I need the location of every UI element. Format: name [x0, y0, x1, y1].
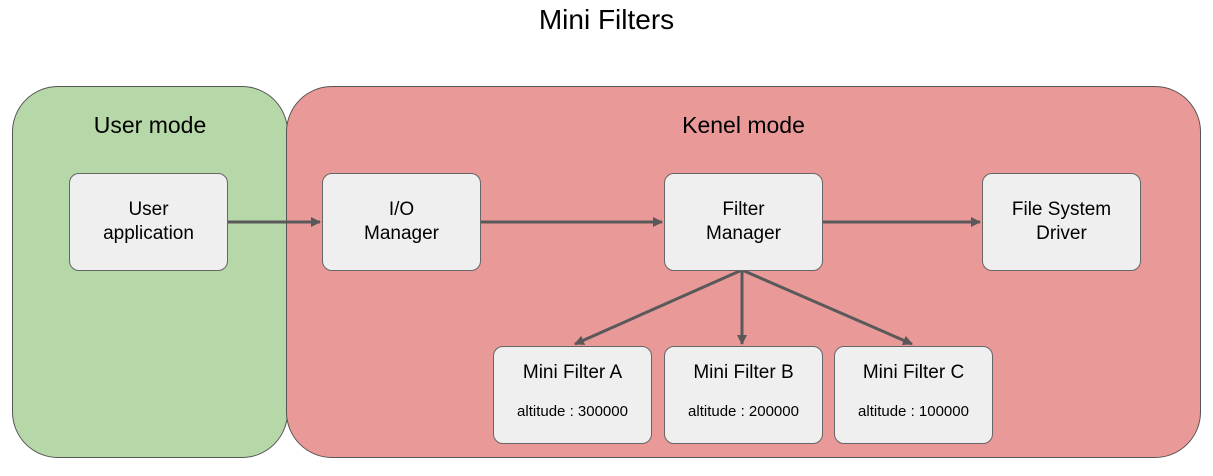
node-mini-filter-c: Mini Filter C altitude : 100000 [834, 346, 993, 444]
mini-filter-b-name: Mini Filter B [693, 362, 794, 383]
node-user-application-line1: User [128, 199, 169, 220]
node-io-manager-line2: Manager [364, 223, 439, 244]
user-mode-label: User mode [93, 112, 207, 138]
node-mini-filter-a: Mini Filter A altitude : 300000 [493, 346, 652, 444]
mini-filter-c-altitude: altitude : 100000 [858, 403, 969, 420]
mini-filter-b-altitude: altitude : 200000 [688, 403, 799, 420]
node-user-application-line2: application [103, 223, 194, 244]
user-mode-zone [12, 86, 288, 458]
node-fs-driver-line2: Driver [1036, 223, 1087, 244]
mini-filter-a-altitude: altitude : 300000 [517, 403, 628, 420]
diagram-title: Mini Filters [538, 4, 675, 35]
node-filter-manager-line1: Filter [722, 199, 765, 220]
mini-filter-c-name: Mini Filter C [862, 362, 965, 383]
kernel-mode-label: Kenel mode [682, 112, 805, 138]
node-mini-filter-b: Mini Filter B altitude : 200000 [664, 346, 823, 444]
arrow-filter-to-mini-c [741, 268, 913, 346]
arrow-filter-to-mini-a [574, 268, 743, 346]
node-user-application: User application [69, 173, 228, 271]
node-filter-manager: Filter Manager [664, 173, 823, 271]
node-fs-driver-line1: File System [1011, 199, 1112, 220]
node-filter-manager-line2: Manager [706, 223, 781, 244]
node-io-manager: I/O Manager [322, 173, 481, 271]
node-io-manager-line1: I/O [388, 199, 415, 220]
mini-filter-a-name: Mini Filter A [522, 362, 623, 383]
node-file-system-driver: File System Driver [982, 173, 1141, 271]
